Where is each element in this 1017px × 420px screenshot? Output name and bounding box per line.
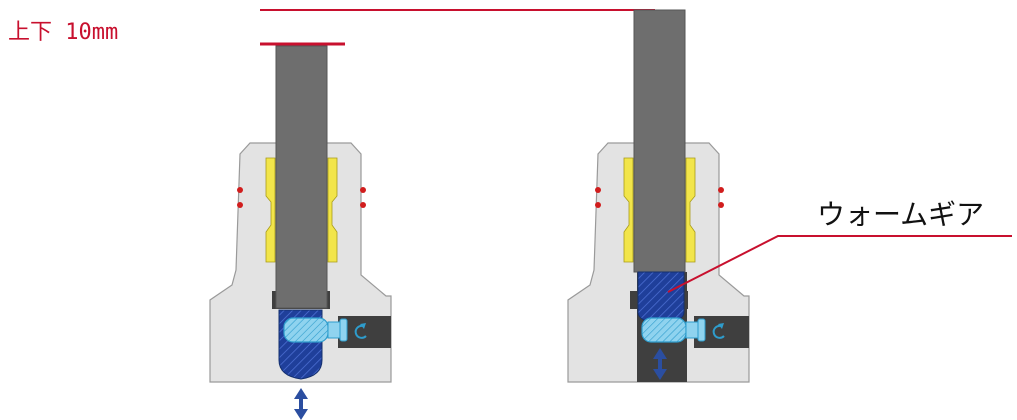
right-yellow-bushing-left <box>623 157 634 263</box>
left-worm-screw <box>283 317 348 343</box>
worm-gear-label: ウォームギア <box>817 198 985 231</box>
right-worm-screw <box>641 317 706 343</box>
right-rod <box>633 9 686 273</box>
left-yellow-bushing-left <box>265 157 276 263</box>
left-assembly <box>209 45 392 420</box>
double-arrow-vertical-icon <box>653 348 667 380</box>
stroke-label: 上下 10mm <box>8 20 119 45</box>
worm-gear-leader-line <box>667 235 1012 293</box>
left-rod <box>275 45 328 309</box>
rotation-arrow-icon <box>712 323 725 339</box>
right-assembly <box>567 9 750 383</box>
left-red-dots <box>237 187 366 208</box>
left-yellow-bushing-right <box>327 157 338 263</box>
double-arrow-vertical-icon <box>294 388 308 420</box>
right-yellow-bushing-right <box>685 157 696 263</box>
right-worm-wheel <box>637 271 685 325</box>
rotation-arrow-icon <box>354 323 367 339</box>
right-red-dots <box>595 187 724 208</box>
